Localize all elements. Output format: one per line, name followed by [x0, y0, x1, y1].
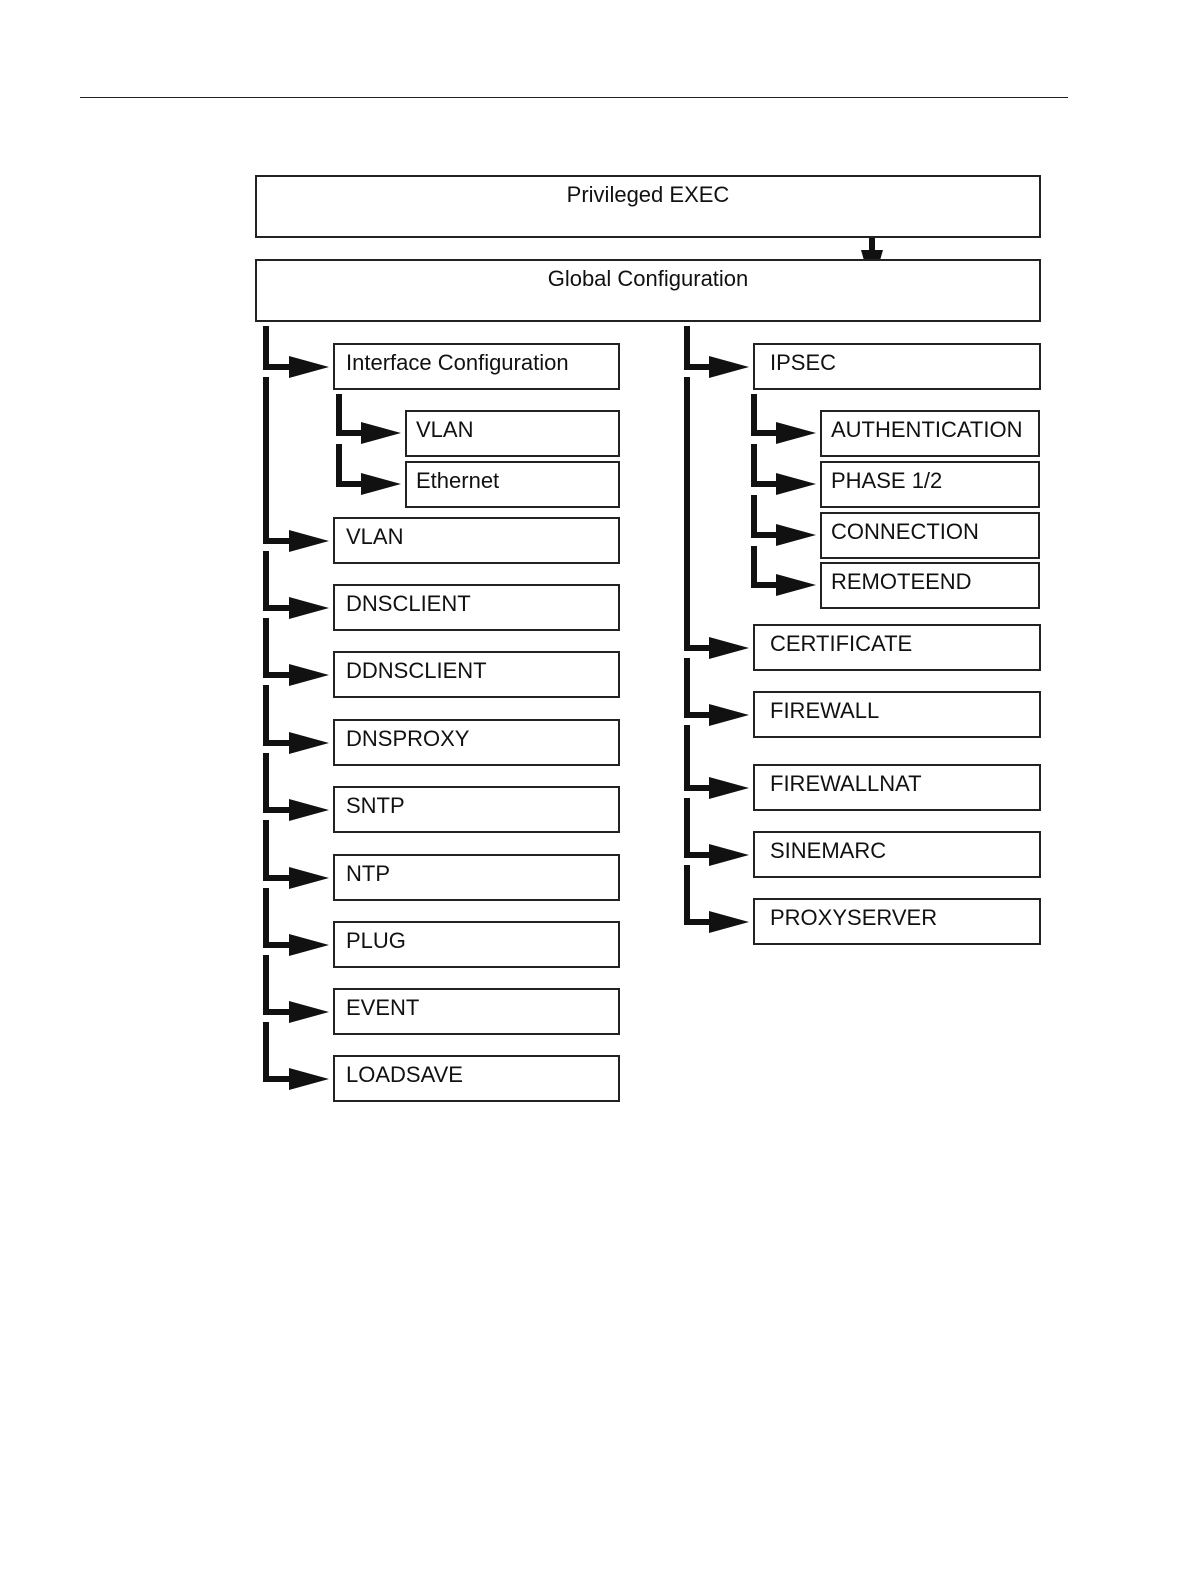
left-mode-5-sntp: SNTP: [334, 787, 619, 832]
privileged-exec-node-label: Privileged EXEC: [567, 182, 730, 207]
left-mode-0-interface-configuration-connector-arrowhead: [289, 356, 329, 378]
left-mode-2-dnsclient: DNSCLIENT: [334, 585, 619, 630]
left-submode-1-ethernet: Ethernet: [406, 462, 619, 507]
left-mode-2-dnsclient-label: DNSCLIENT: [346, 591, 471, 616]
right-submode-3-remoteend-label: REMOTEEND: [831, 569, 972, 594]
left-mode-0-interface-configuration: Interface Configuration: [334, 344, 619, 389]
right-submode-0-authentication-connector-line: [754, 394, 778, 433]
left-mode-0-interface-configuration-label: Interface Configuration: [346, 350, 569, 375]
right-submode-0-authentication-connector-arrowhead: [776, 422, 816, 444]
left-mode-6-ntp-connector-line: [266, 820, 291, 878]
left-mode-6-ntp-label: NTP: [346, 861, 390, 886]
left-mode-6-ntp-connector-arrowhead: [289, 867, 329, 889]
left-mode-1-vlan-connector-line: [266, 377, 291, 541]
right-mode-5-proxyserver-connector-line: [687, 865, 711, 922]
right-submode-3-remoteend-connector-arrowhead: [776, 574, 816, 596]
right-mode-3-firewallnat: FIREWALLNAT: [754, 765, 1040, 810]
left-submode-1-ethernet-connector-arrowhead: [361, 473, 401, 495]
right-mode-5-proxyserver: PROXYSERVER: [754, 899, 1040, 944]
right-submode-1-phase-1-2-label: PHASE 1/2: [831, 468, 942, 493]
left-mode-7-plug-connector-arrowhead: [289, 934, 329, 956]
left-submode-0-vlan-label: VLAN: [416, 417, 473, 442]
right-mode-4-sinemarc-connector-line: [687, 798, 711, 855]
right-mode-3-firewallnat-connector-line: [687, 725, 711, 788]
right-submode-1-phase-1-2-connector-arrowhead: [776, 473, 816, 495]
left-mode-5-sntp-label: SNTP: [346, 793, 405, 818]
right-mode-5-proxyserver-connector-arrowhead: [709, 911, 749, 933]
right-mode-1-certificate-connector-line: [687, 377, 711, 648]
left-mode-7-plug: PLUG: [334, 922, 619, 967]
left-mode-9-loadsave: LOADSAVE: [334, 1056, 619, 1101]
left-submode-0-vlan-connector-arrowhead: [361, 422, 401, 444]
right-submode-2-connection-connector-line: [754, 495, 778, 535]
right-mode-2-firewall-label: FIREWALL: [770, 698, 879, 723]
right-submode-3-remoteend-connector-line: [754, 546, 778, 585]
right-submode-1-phase-1-2-connector-line: [754, 444, 778, 484]
right-mode-3-firewallnat-label: FIREWALLNAT: [770, 771, 922, 796]
left-mode-2-dnsclient-connector-line: [266, 551, 291, 608]
left-mode-9-loadsave-connector-arrowhead: [289, 1068, 329, 1090]
left-mode-8-event-connector-line: [266, 955, 291, 1012]
right-submode-2-connection: CONNECTION: [821, 513, 1039, 558]
left-mode-7-plug-label: PLUG: [346, 928, 406, 953]
left-mode-0-interface-configuration-connector-line: [266, 326, 291, 367]
right-submode-2-connection-connector-arrowhead: [776, 524, 816, 546]
left-mode-4-dnsproxy: DNSPROXY: [334, 720, 619, 765]
left-submode-0-vlan: VLAN: [406, 411, 619, 456]
right-mode-0-ipsec-connector-line: [687, 326, 711, 367]
right-submode-3-remoteend: REMOTEEND: [821, 563, 1039, 608]
right-submode-0-authentication: AUTHENTICATION: [821, 411, 1039, 456]
right-mode-0-ipsec: IPSEC: [754, 344, 1040, 389]
left-mode-3-ddnsclient: DDNSCLIENT: [334, 652, 619, 697]
left-mode-4-dnsproxy-connector-arrowhead: [289, 732, 329, 754]
left-mode-4-dnsproxy-connector-line: [266, 685, 291, 743]
left-mode-3-ddnsclient-connector-line: [266, 618, 291, 675]
left-mode-4-dnsproxy-label: DNSPROXY: [346, 726, 470, 751]
right-mode-2-firewall-connector-line: [687, 658, 711, 715]
left-mode-5-sntp-connector-arrowhead: [289, 799, 329, 821]
right-mode-4-sinemarc: SINEMARC: [754, 832, 1040, 877]
left-mode-9-loadsave-connector-line: [266, 1022, 291, 1079]
left-mode-3-ddnsclient-label: DDNSCLIENT: [346, 658, 487, 683]
left-mode-6-ntp: NTP: [334, 855, 619, 900]
right-mode-4-sinemarc-label: SINEMARC: [770, 838, 886, 863]
left-submode-0-vlan-connector-line: [339, 394, 363, 433]
right-mode-2-firewall-connector-arrowhead: [709, 704, 749, 726]
privileged-exec-node: Privileged EXEC: [256, 176, 1040, 237]
global-configuration-node: Global Configuration: [256, 260, 1040, 321]
right-mode-1-certificate: CERTIFICATE: [754, 625, 1040, 670]
left-mode-5-sntp-connector-line: [266, 753, 291, 810]
left-submode-1-ethernet-connector-line: [339, 444, 363, 484]
left-mode-1-vlan: VLAN: [334, 518, 619, 563]
left-mode-8-event-label: EVENT: [346, 995, 419, 1020]
left-mode-2-dnsclient-connector-arrowhead: [289, 597, 329, 619]
left-mode-1-vlan-connector-arrowhead: [289, 530, 329, 552]
right-mode-2-firewall: FIREWALL: [754, 692, 1040, 737]
right-mode-0-ipsec-label: IPSEC: [770, 350, 836, 375]
right-mode-3-firewallnat-connector-arrowhead: [709, 777, 749, 799]
right-mode-1-certificate-label: CERTIFICATE: [770, 631, 912, 656]
right-mode-5-proxyserver-label: PROXYSERVER: [770, 905, 937, 930]
global-configuration-node-label: Global Configuration: [548, 266, 749, 291]
left-mode-8-event: EVENT: [334, 989, 619, 1034]
left-submode-1-ethernet-label: Ethernet: [416, 468, 499, 493]
right-mode-1-certificate-connector-arrowhead: [709, 637, 749, 659]
left-mode-1-vlan-label: VLAN: [346, 524, 403, 549]
nodes-layer: Privileged EXEC Global ConfigurationInter…: [256, 176, 1040, 1101]
right-submode-1-phase-1-2: PHASE 1/2: [821, 462, 1039, 507]
right-submode-0-authentication-label: AUTHENTICATION: [831, 417, 1022, 442]
left-mode-8-event-connector-arrowhead: [289, 1001, 329, 1023]
right-mode-4-sinemarc-connector-arrowhead: [709, 844, 749, 866]
left-mode-9-loadsave-label: LOADSAVE: [346, 1062, 463, 1087]
right-mode-0-ipsec-connector-arrowhead: [709, 356, 749, 378]
left-mode-7-plug-connector-line: [266, 888, 291, 945]
left-mode-3-ddnsclient-connector-arrowhead: [289, 664, 329, 686]
right-submode-2-connection-label: CONNECTION: [831, 519, 979, 544]
